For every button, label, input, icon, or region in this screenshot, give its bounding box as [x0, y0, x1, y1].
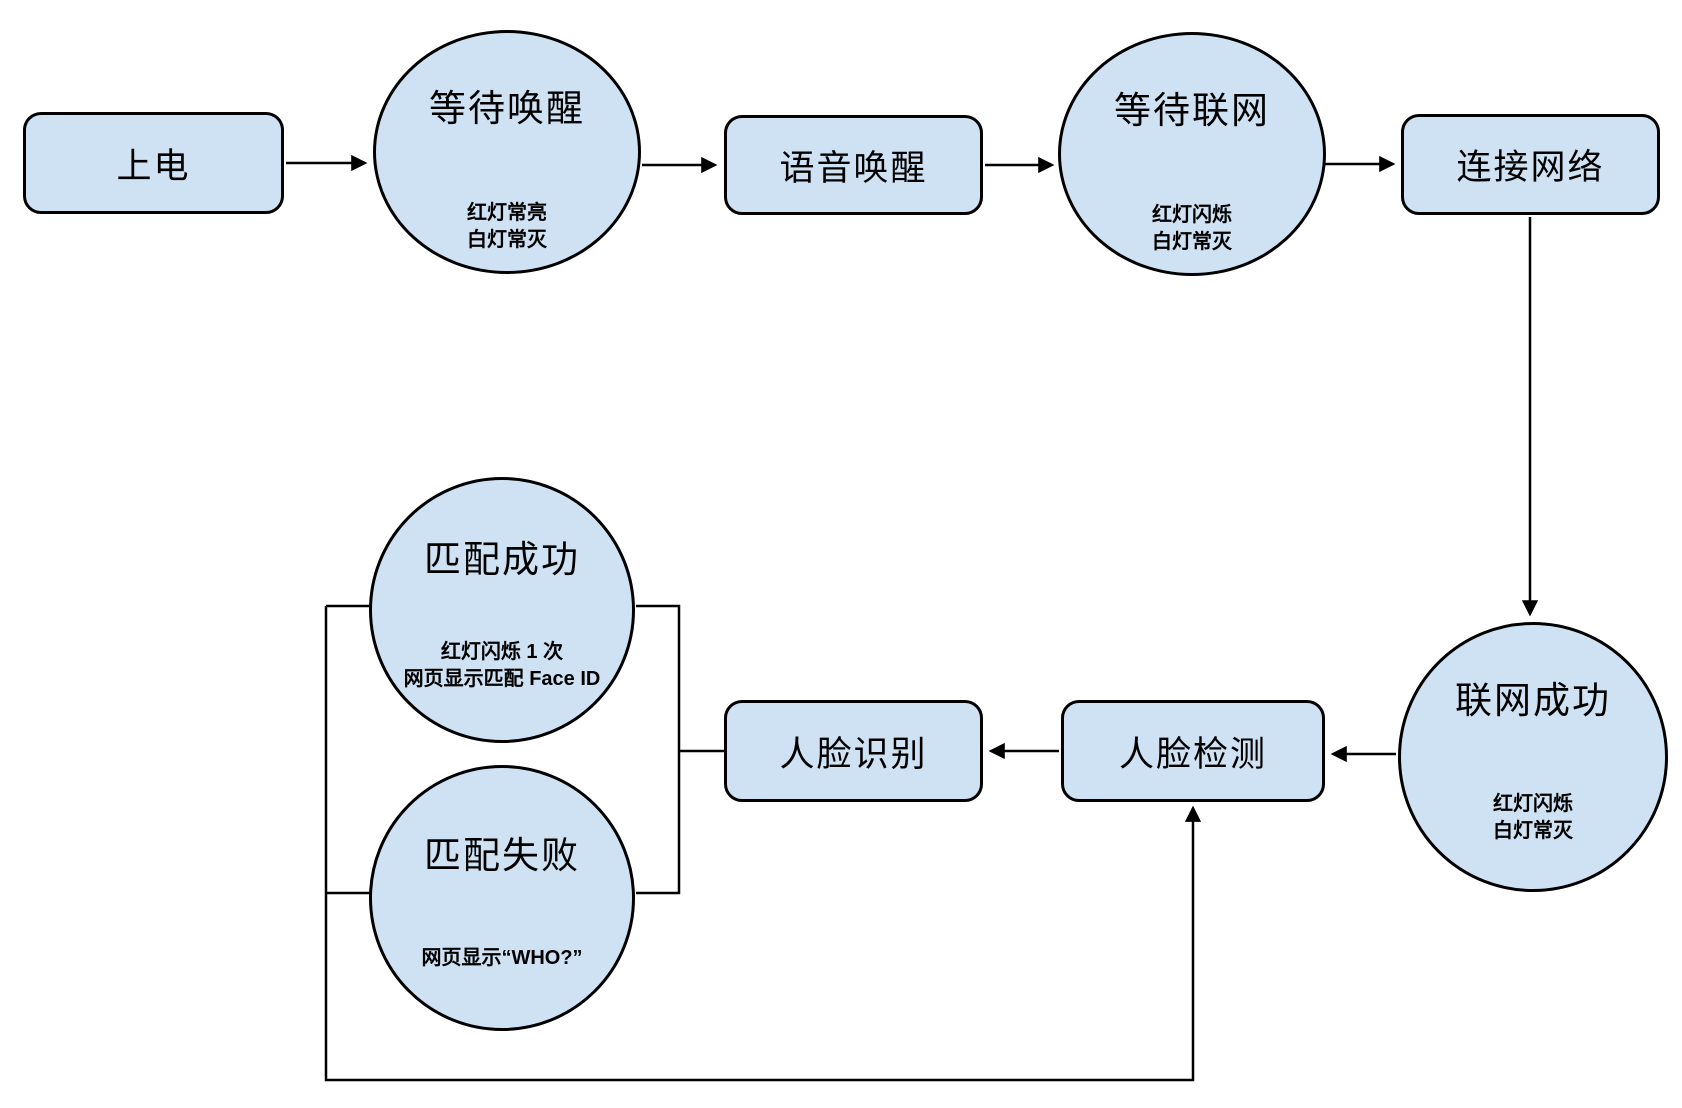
node-wait-wake-label: 等待唤醒 — [429, 88, 585, 130]
node-wait-wake-status: 红灯常亮 白灯常灭 — [376, 200, 638, 254]
node-match-success-label: 匹配成功 — [424, 539, 580, 581]
status-line: 红灯闪烁 — [1152, 203, 1232, 226]
node-match-fail: 匹配失败 网页显示“WHO?” — [369, 765, 635, 1031]
node-power-on-label: 上电 — [116, 146, 191, 186]
node-voice-wake: 语音唤醒 — [724, 115, 983, 215]
status-line: 白灯常灭 — [1152, 230, 1232, 253]
status-line: 红灯闪烁 — [1493, 793, 1573, 816]
node-connect-network: 连接网络 — [1401, 114, 1660, 215]
node-connect-network-label: 连接网络 — [1456, 148, 1605, 187]
connector-match-bracket-right — [636, 604, 681, 895]
node-match-success: 匹配成功 红灯闪烁 1 次 网页显示匹配 Face ID — [369, 477, 635, 743]
node-network-success-status: 红灯闪烁 白灯常灭 — [1401, 791, 1665, 845]
node-power-on: 上电 — [23, 112, 284, 214]
node-face-detect-label: 人脸检测 — [1118, 734, 1267, 774]
status-line: 红灯闪烁 1 次 — [440, 640, 564, 663]
status-line: 网页显示“WHO?” — [421, 946, 583, 969]
connector-loop-to-facedetect — [324, 606, 1193, 1082]
node-wait-network: 等待联网 红灯闪烁 白灯常灭 — [1058, 32, 1326, 276]
node-network-success-label: 联网成功 — [1455, 679, 1611, 721]
node-wait-network-label: 等待联网 — [1114, 90, 1270, 132]
node-voice-wake-label: 语音唤醒 — [779, 148, 928, 188]
status-line: 网页显示匹配 Face ID — [403, 667, 601, 690]
status-line: 红灯常亮 — [467, 201, 547, 224]
node-match-fail-status: 网页显示“WHO?” — [372, 945, 632, 972]
node-face-detect: 人脸检测 — [1061, 700, 1325, 802]
node-match-fail-label: 匹配失败 — [424, 835, 580, 877]
node-network-success: 联网成功 红灯闪烁 白灯常灭 — [1398, 622, 1668, 892]
status-line: 白灯常灭 — [467, 228, 547, 251]
status-line: 白灯常灭 — [1493, 820, 1573, 843]
node-face-recognize: 人脸识别 — [724, 700, 983, 802]
node-match-success-status: 红灯闪烁 1 次 网页显示匹配 Face ID — [372, 639, 632, 693]
node-wait-wake: 等待唤醒 红灯常亮 白灯常灭 — [373, 30, 641, 274]
node-wait-network-status: 红灯闪烁 白灯常灭 — [1061, 202, 1323, 256]
node-face-recognize-label: 人脸识别 — [779, 734, 928, 774]
